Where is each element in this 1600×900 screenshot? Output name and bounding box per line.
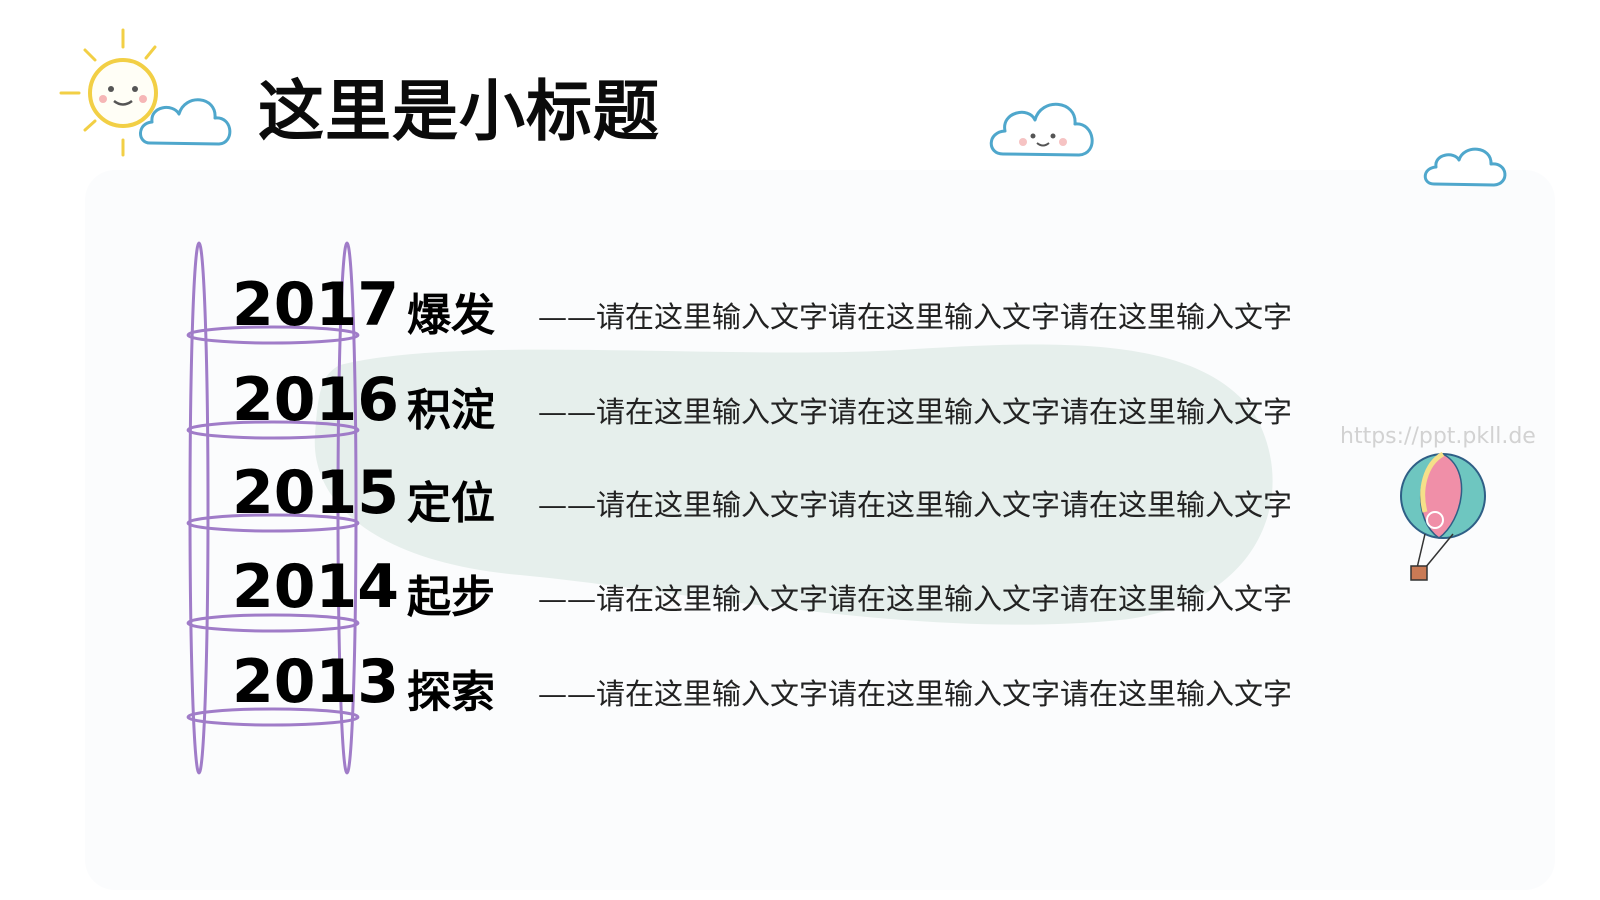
timeline-description: ——请在这里输入文字请在这里输入文字请在这里输入文字: [538, 395, 1293, 429]
cloud-icon: [1423, 147, 1507, 187]
timeline-description: ——请在这里输入文字请在这里输入文字请在这里输入文字: [538, 488, 1293, 522]
sun-icon: [59, 28, 158, 157]
timeline-stage: 起步: [407, 572, 495, 623]
timeline-stage: 定位: [407, 478, 495, 529]
timeline-year: 2013: [232, 647, 399, 717]
timeline-row: 2013 探索 ——请在这里输入文字请在这里输入文字请在这里输入文字: [0, 652, 1600, 732]
cloud-icon: [989, 102, 1094, 157]
timeline-description: ——请在这里输入文字请在这里输入文字请在这里输入文字: [538, 582, 1293, 616]
timeline-year: 2017: [232, 270, 399, 340]
timeline-stage: 探索: [407, 667, 495, 718]
timeline-stage: 积淀: [407, 385, 495, 436]
timeline-description: ——请在这里输入文字请在这里输入文字请在这里输入文字: [538, 677, 1293, 711]
timeline-row: 2017 爆发 ——请在这里输入文字请在这里输入文字请在这里输入文字: [0, 275, 1600, 355]
watermark: https://ppt.pkll.de: [1340, 424, 1536, 449]
timeline-row: 2015 定位 ——请在这里输入文字请在这里输入文字请在这里输入文字: [0, 463, 1600, 543]
timeline-year: 2015: [232, 458, 399, 528]
timeline-stage: 爆发: [407, 290, 495, 341]
timeline-row: 2014 起步 ——请在这里输入文字请在这里输入文字请在这里输入文字: [0, 557, 1600, 637]
timeline-year: 2016: [232, 365, 399, 435]
background-blob: [314, 344, 1273, 625]
cloud-icon: [139, 98, 232, 146]
hot-air-balloon-icon: [1400, 451, 1486, 581]
timeline-year: 2014: [232, 552, 399, 622]
timeline-row: 2016 积淀 ——请在这里输入文字请在这里输入文字请在这里输入文字: [0, 370, 1600, 450]
timeline-description: ——请在这里输入文字请在这里输入文字请在这里输入文字: [538, 300, 1293, 334]
ladder-icon: [186, 241, 360, 775]
page-title: 这里是小标题: [258, 73, 660, 150]
